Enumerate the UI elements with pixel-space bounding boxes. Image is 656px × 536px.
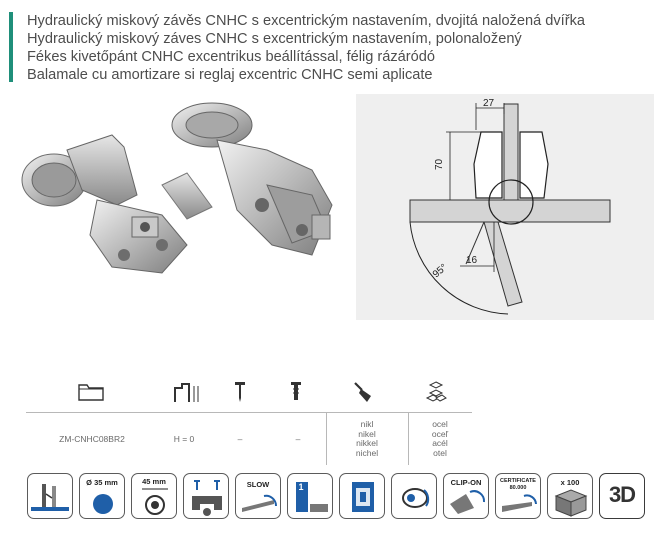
technical-diagram: 27 70 16 95° — [356, 94, 654, 320]
clip-on-icon: CLIP-ON — [443, 473, 489, 519]
product-photo — [12, 95, 352, 275]
material-cubes-icon — [424, 380, 448, 409]
dim-height-label: 70 — [434, 158, 445, 170]
finish-cs: nikl — [360, 419, 374, 429]
divider — [408, 413, 409, 465]
3d-label: 3D — [608, 482, 636, 507]
adjustment-icon: 1 — [287, 473, 333, 519]
finish-cell: nikl nikel nikkel nichel — [326, 413, 408, 465]
step-number-label: 1 — [298, 482, 304, 492]
specs-table: ZM-CNHC08BR2 H = 0 – – nikl nikel nikkel… — [26, 376, 472, 465]
material-cell: ocel oceľ acél otel — [408, 413, 472, 465]
assembly-icon — [339, 473, 385, 519]
cover-cap-image — [161, 172, 213, 220]
specs-row: ZM-CNHC08BR2 H = 0 – – nikl nikel nikkel… — [26, 413, 472, 465]
cover-value: H = 0 — [173, 434, 195, 444]
product-code: ZM-CNHC08BR2 — [59, 434, 125, 444]
certificate-cycles: 80.000 — [509, 485, 527, 491]
finish-hu: nikkel — [356, 438, 378, 448]
certificate-icon: CERTIFICATE 80.000 — [495, 473, 541, 519]
hinge-right-image — [171, 102, 333, 256]
finish-ro: nichel — [355, 447, 379, 458]
finish-sk: nikel — [358, 428, 376, 439]
screw-icon — [234, 380, 246, 409]
distance-label: 45 mm — [142, 477, 166, 486]
title-cs: Hydraulický miskový závěs CNHC s excentr… — [27, 13, 585, 29]
feature-icons: Ø 35 mm 45 mm SLOW 1 — [27, 473, 645, 521]
finish-brush-icon — [352, 380, 374, 409]
title-sk: Hydraulický miskový záves CNHC s excentr… — [27, 31, 522, 47]
euro-screw-value: – — [295, 434, 301, 444]
hinge-left-image — [21, 134, 188, 274]
title-hu: Fékes kivetőpánt CNHC excentrikus beállí… — [27, 49, 435, 65]
3d-model-icon[interactable]: 3D — [599, 473, 645, 519]
pack-quantity-label: x 100 — [560, 478, 580, 487]
material-cs: ocel — [432, 419, 448, 429]
specs-header — [26, 376, 472, 413]
material-ro: otel — [433, 447, 447, 458]
slow-close-icon: SLOW — [235, 473, 281, 519]
eccentric-adjust-icon — [391, 473, 437, 519]
clip-on-label: CLIP-ON — [450, 478, 482, 487]
hinge-type-icon — [27, 473, 73, 519]
cup-diameter-label: Ø 35 mm — [86, 478, 118, 487]
mounting-screws-icon — [183, 473, 229, 519]
accent-bar — [9, 12, 13, 82]
slow-label: SLOW — [246, 480, 270, 489]
screw-value: – — [237, 434, 243, 444]
euro-screw-icon — [290, 380, 302, 409]
dim-bottom-label: 16 — [466, 255, 478, 266]
title-block: Hydraulický miskový závěs CNHC s excentr… — [27, 12, 647, 84]
material-sk: oceľ — [431, 428, 449, 439]
material-hu: acél — [432, 438, 448, 448]
title-ro: Balamale cu amortizare si reglaj excentr… — [27, 67, 433, 83]
dim-top-label: 27 — [483, 98, 495, 109]
overlay-icon — [172, 380, 202, 409]
folder-icon — [78, 380, 104, 407]
distance-icon: 45 mm — [131, 473, 177, 519]
cup-diameter-icon: Ø 35 mm — [79, 473, 125, 519]
divider — [326, 413, 327, 465]
certificate-label: CERTIFICATE — [500, 478, 536, 484]
pack-quantity-icon: x 100 — [547, 473, 593, 519]
